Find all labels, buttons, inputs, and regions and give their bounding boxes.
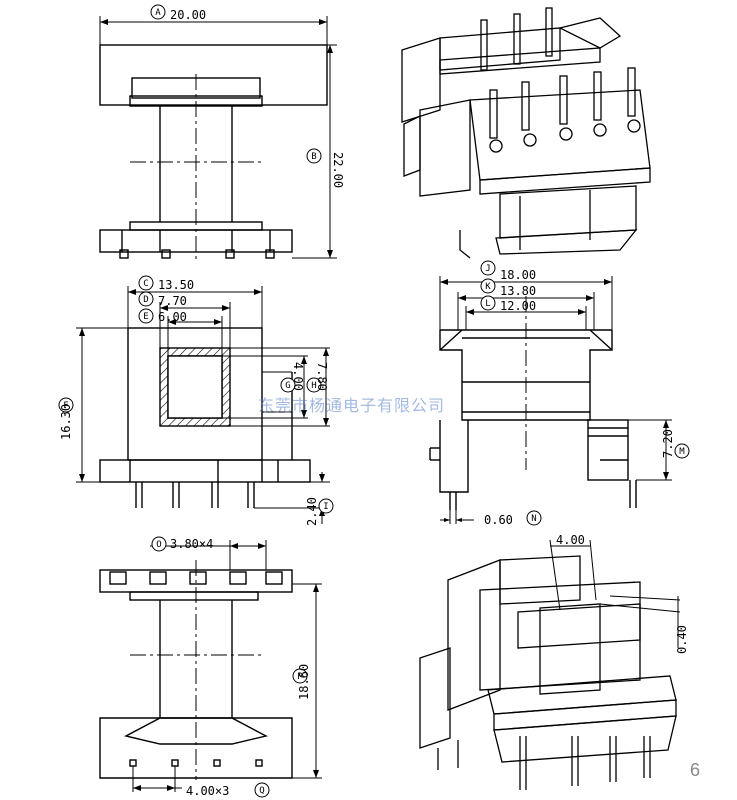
dim-m-value: 7.20 [661,429,675,458]
top-view [99,44,328,262]
dim-g-value: 4.00 [291,362,305,391]
marker-f: F [63,401,68,411]
dimension-markers [58,4,690,798]
isometric-view-top [401,7,651,259]
marker-c: C [143,279,148,289]
dim-n [440,510,474,524]
marker-k: K [485,282,491,292]
front-view [429,296,637,510]
dim-d-value: 7.70 [158,294,187,308]
dim-cde [127,286,263,356]
detail-slot-depth: 0.40 [675,625,689,654]
dim-p [292,583,322,779]
company-watermark: 东莞市杨通电子有限公司 [258,396,446,415]
dim-q-value: 4.00×3 [186,784,229,798]
dim-l-value: 12.00 [500,299,536,313]
marker-g: G [285,381,290,391]
dim-p-value: 18.60 [297,664,311,700]
marker-e: E [143,312,148,322]
dim-a [99,16,328,45]
dim-b [292,44,337,259]
dim-j-value: 18.00 [500,268,536,282]
dim-f-value: 16.30 [59,404,73,440]
dim-c-value: 13.50 [158,278,194,292]
marker-b: B [311,152,316,162]
marker-i: I [323,502,328,512]
bottom-view [99,560,293,780]
marker-m: M [679,447,685,457]
detail-slot-width: 4.00 [556,533,585,547]
dim-h-value: 7.80 [315,362,329,391]
dim-i-value: 2.40 [305,497,319,526]
marker-q: Q [259,786,264,796]
dim-q [132,766,182,792]
marker-j: J [485,264,490,274]
dim-k-value: 13.80 [500,284,536,298]
dim-o [150,540,267,570]
dim-jkl [439,276,613,330]
marker-l: L [485,299,490,309]
marker-h: H [311,381,316,391]
marker-a: A [155,8,161,18]
marker-p: P [297,672,303,682]
isometric-view-bottom [419,539,681,790]
dim-gh [222,347,330,427]
dim-m [628,419,672,481]
dim-e-value: 6.00 [158,310,187,324]
marker-d: D [143,295,148,305]
bobbin-window [167,355,223,419]
marker-n: N [531,514,536,524]
marker-o: O [156,540,161,550]
dim-b-value: 22.00 [331,152,345,188]
dim-n-value: 0.60 [484,513,513,527]
page-number: 6 [690,760,701,780]
dim-f [76,327,128,483]
dim-a-value: 20.00 [170,8,206,22]
dim-o-value: 3.80×4 [170,537,213,551]
